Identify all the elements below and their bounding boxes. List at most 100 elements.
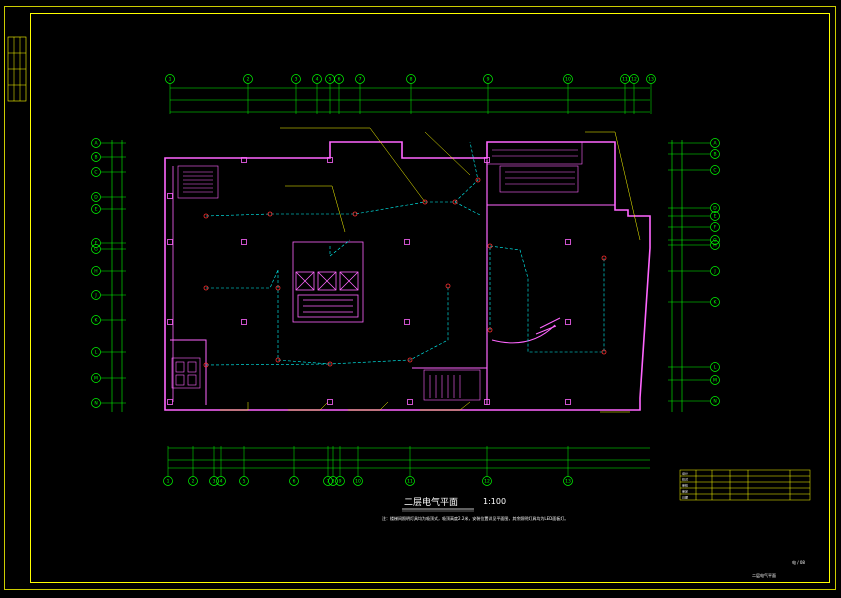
grid-bubble-label: K: [95, 318, 99, 324]
grid-bubble-label: B: [713, 152, 716, 158]
grid-bubble-label: 1: [169, 77, 172, 83]
grid-bubble-top-8: 8: [406, 74, 416, 84]
grid-bubble-label: 7: [327, 479, 330, 485]
grid-bubble-left-F: F: [91, 238, 101, 248]
grid-bubble-label: 12: [631, 77, 637, 83]
light-fixture: [203, 285, 209, 291]
column: [565, 399, 571, 405]
binding-strip: [7, 36, 27, 102]
grid-bubble-bottom-2: 2: [188, 476, 198, 486]
grid-bubble-right-E: E: [710, 211, 720, 221]
grid-bubble-label: J: [94, 293, 96, 299]
grid-bubble-label: B: [94, 155, 97, 161]
light-fixture: [601, 349, 607, 355]
grid-bubble-right-D: D: [710, 203, 720, 213]
grid-bubble-label: E: [95, 207, 98, 213]
grid-bubble-label: 9: [487, 77, 490, 83]
toilet-block: [171, 357, 201, 389]
grid-bubble-label: 10: [565, 77, 571, 83]
grid-bubble-bottom-4: 4: [216, 476, 226, 486]
grid-bubble-right-L: L: [710, 362, 720, 372]
sheet-number: 电 / 08: [792, 559, 805, 565]
grid-bubble-label: 4: [220, 479, 223, 485]
column: [565, 239, 571, 245]
light-fixture: [352, 211, 358, 217]
light-fixture: [452, 199, 458, 205]
column: [484, 399, 490, 405]
grid-bubble-label: A: [713, 141, 717, 147]
grid-bubble-left-K: K: [91, 315, 101, 325]
grid-bubble-label: A: [94, 141, 98, 147]
grid-bubble-label: 13: [565, 479, 571, 485]
title-block-cell: 审定: [682, 489, 688, 494]
light-fixture: [267, 211, 273, 217]
grid-bubble-label: 11: [622, 77, 628, 83]
grid-bubble-bottom-7: 7: [323, 476, 333, 486]
light-fixture: [327, 361, 333, 367]
grid-bubble-bottom-9: 9: [335, 476, 345, 486]
grid-bubble-label: D: [713, 206, 717, 212]
column: [167, 193, 173, 199]
light-fixture: [275, 357, 281, 363]
grid-bubble-bottom-1: 1: [163, 476, 173, 486]
grid-bubble-top-1: 1: [165, 74, 175, 84]
grid-bubble-label: 7: [359, 77, 362, 83]
grid-bubble-top-13: 13: [646, 74, 656, 84]
title-block-cell: 校对: [682, 477, 688, 482]
grid-bubble-bottom-6: 6: [289, 476, 299, 486]
grid-bubble-top-9: 9: [483, 74, 493, 84]
curved-ramp: [491, 317, 561, 344]
column: [565, 319, 571, 325]
column: [167, 399, 173, 405]
grid-bubble-label: 11: [407, 479, 413, 485]
grid-bubble-label: C: [94, 170, 97, 176]
title-block: [679, 469, 811, 501]
light-fixture: [601, 255, 607, 261]
grid-bubble-bottom-8: 8: [328, 476, 338, 486]
grid-bubble-label: F: [714, 225, 717, 231]
grid-bubble-label: 5: [329, 77, 332, 83]
column: [484, 157, 490, 163]
light-fixture: [475, 177, 481, 183]
column: [241, 319, 247, 325]
title-block-cell: 设计: [682, 471, 688, 476]
grid-bubble-left-C: C: [91, 167, 101, 177]
light-fixture: [422, 199, 428, 205]
grid-bubble-right-K: K: [710, 297, 720, 307]
side-dimension-lines: [111, 140, 683, 412]
grid-bubble-label: 10: [355, 479, 361, 485]
grid-bubble-label: 12: [484, 479, 490, 485]
bottom-dimension-lines: [168, 447, 650, 469]
grid-bubble-top-12: 12: [629, 74, 639, 84]
drawing-title: 二层电气平面: [404, 496, 458, 508]
column: [404, 239, 410, 245]
grid-bubble-label: 2: [192, 479, 195, 485]
grid-bubble-bottom-11: 11: [405, 476, 415, 486]
column: [407, 399, 413, 405]
light-fixture: [203, 362, 209, 368]
stair-block-left: [177, 165, 219, 199]
grid-bubble-right-C: C: [710, 165, 720, 175]
annotation-leaders: [220, 127, 641, 413]
grid-bubble-label: L: [714, 365, 717, 371]
column: [327, 157, 333, 163]
grid-bubble-label: 8: [410, 77, 413, 83]
grid-bubble-left-B: B: [91, 152, 101, 162]
grid-bubble-bottom-12: 12: [482, 476, 492, 486]
column: [404, 319, 410, 325]
building-walls: [164, 141, 651, 411]
light-fixtures: [203, 177, 607, 368]
drawing-note: 注：楼梯间照明灯具均为吸顶式，吸顶高度2.2米，安装位置详见平面图，其余照明灯具…: [382, 515, 568, 521]
grid-bubble-label: K: [714, 300, 718, 306]
grid-bubble-left-J: J: [91, 290, 101, 300]
grid-bubble-label: 9: [339, 479, 342, 485]
grid-bubble-label: N: [713, 399, 716, 405]
grid-bubble-label: 5: [243, 479, 246, 485]
lighting-circuits: [205, 141, 605, 366]
grid-bubble-label: H: [713, 243, 716, 249]
column: [241, 239, 247, 245]
